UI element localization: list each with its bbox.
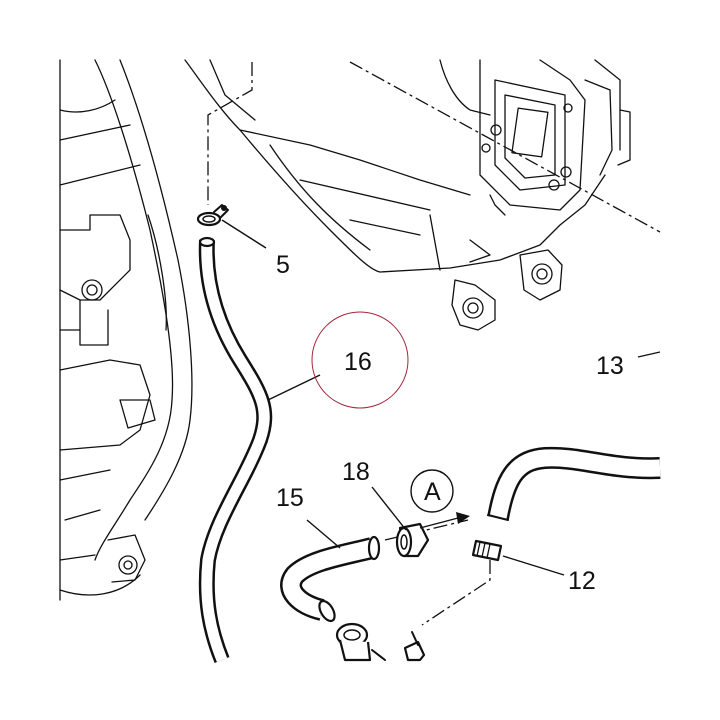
arrow-head-a: [456, 512, 470, 524]
leader-16: [267, 374, 321, 401]
leader-path-clamp: [207, 62, 253, 205]
callout-12: 12: [568, 567, 596, 595]
callout-16: 16: [344, 348, 372, 376]
arrow-line-a: [419, 517, 459, 529]
leader-12: [502, 555, 565, 576]
highlight-circle: [311, 311, 409, 409]
hose-15: [280, 535, 381, 623]
hose-upper-right: [487, 446, 661, 521]
leader-13: [637, 351, 661, 358]
leader-lines: [221, 219, 661, 576]
view-a-marker-circle: [410, 469, 454, 513]
callout-13: 13: [596, 352, 624, 380]
callout-18: 18: [342, 458, 370, 486]
hose-15-end: [367, 535, 381, 561]
lower-connector: [403, 631, 426, 662]
hose-16-end: [198, 236, 216, 248]
hose-16: [198, 236, 273, 663]
lower-fitting: [335, 622, 386, 662]
axis-line-lower: [421, 560, 491, 626]
connector-12: [471, 539, 503, 562]
leader-5: [221, 219, 267, 249]
left-frame-housing: [59, 59, 193, 601]
callout-15: 15: [276, 484, 304, 512]
upper-tank-assembly: [184, 59, 631, 331]
leader-18: [371, 486, 407, 531]
view-a-label: A: [424, 478, 441, 506]
callout-5: 5: [276, 251, 290, 279]
axis-line-upper: [349, 61, 661, 233]
clamp-5: [196, 204, 229, 227]
centerlines: [207, 61, 661, 626]
fitting-18: [395, 522, 430, 558]
leader-15: [306, 519, 341, 549]
